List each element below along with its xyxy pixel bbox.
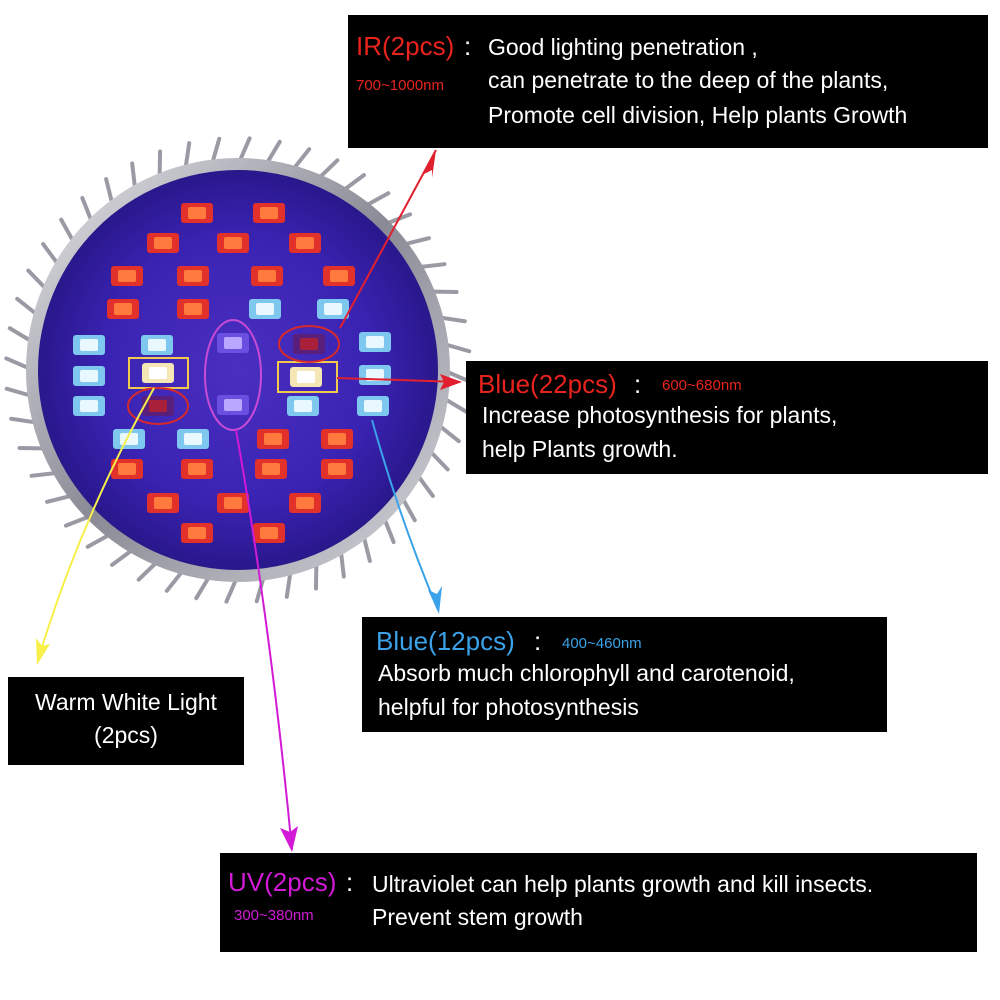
red-led	[147, 493, 179, 513]
uv-separator: :	[346, 867, 354, 897]
red-led-line-1: Increase photosynthesis for plants,	[482, 402, 838, 428]
red-led	[111, 266, 143, 286]
blue-led	[359, 365, 391, 385]
warm-white-line-2: (2pcs)	[94, 722, 158, 748]
uv-wavelength: 300~380nm	[234, 907, 314, 924]
red-led	[177, 266, 209, 286]
red-led	[107, 299, 139, 319]
blue-led	[359, 332, 391, 352]
blue-led	[357, 396, 389, 416]
blue-led	[249, 299, 281, 319]
red-led	[321, 429, 353, 449]
blue-led	[317, 299, 349, 319]
red-led-line-2: help Plants growth.	[482, 436, 678, 462]
red-led	[177, 299, 209, 319]
warm-white-line-1: Warm White Light	[35, 689, 217, 715]
blue-led	[141, 335, 173, 355]
red-led	[253, 203, 285, 223]
red-led	[251, 266, 283, 286]
uv-line-2: Prevent stem growth	[372, 904, 583, 930]
blue-led-line-2: helpful for photosynthesis	[378, 694, 639, 720]
red-led	[147, 233, 179, 253]
red-led	[181, 523, 213, 543]
blue-led	[73, 396, 105, 416]
red-led	[323, 266, 355, 286]
uv-line-1: Ultraviolet can help plants growth and k…	[372, 871, 874, 897]
red-led	[321, 459, 353, 479]
blue-led-wavelength: 400~460nm	[562, 635, 642, 652]
blue-led-separator: :	[534, 626, 542, 656]
blue-led	[287, 396, 319, 416]
ir-info-box: IR(2pcs) : 700~1000nm Good lighting pene…	[348, 15, 988, 148]
uv-pointer-arrow	[235, 429, 298, 852]
warm-white-led	[290, 367, 322, 387]
warm-pointer-arrow	[36, 387, 155, 665]
ir-pointer-arrow	[339, 149, 437, 329]
ir-title: IR(2pcs)	[356, 31, 455, 61]
red-pointer-arrow	[336, 374, 462, 390]
blue-led	[73, 366, 105, 386]
blue-pointer-arrow	[371, 419, 442, 614]
ir-line-2: can penetrate to the deep of the plants,	[488, 67, 889, 93]
red-led	[217, 233, 249, 253]
led-array	[73, 203, 391, 543]
warm-white-info-box: Warm White Light (2pcs)	[8, 677, 244, 765]
red-led	[253, 523, 285, 543]
red-led-info-box: Blue(22pcs) : 600~680nm Increase photosy…	[466, 361, 988, 474]
ir-line-3: Promote cell division, Help plants Growt…	[488, 102, 908, 128]
ir-separator: :	[464, 31, 472, 61]
red-led-title: Blue(22pcs)	[478, 369, 617, 399]
blue-led-title: Blue(12pcs)	[376, 626, 515, 656]
red-led	[181, 203, 213, 223]
blue-led-info-box: Blue(12pcs) : 400~460nm Absorb much chlo…	[362, 617, 887, 732]
uv-led	[217, 333, 249, 353]
red-led-wavelength: 600~680nm	[662, 377, 742, 394]
red-led	[255, 459, 287, 479]
ir-led	[142, 396, 174, 416]
uv-info-box: UV(2pcs) : 300~380nm Ultraviolet can hel…	[220, 853, 977, 952]
red-led	[257, 429, 289, 449]
blue-led-line-1: Absorb much chlorophyll and carotenoid,	[378, 660, 795, 686]
uv-title: UV(2pcs)	[228, 867, 337, 897]
red-led	[111, 459, 143, 479]
red-led	[217, 493, 249, 513]
ir-line-1: Good lighting penetration ,	[488, 34, 758, 60]
ir-wavelength: 700~1000nm	[356, 77, 444, 94]
ir-led	[293, 334, 325, 354]
blue-led	[73, 335, 105, 355]
ir-led-marker-bottom	[127, 387, 189, 425]
red-led	[289, 233, 321, 253]
ir-led-marker-top	[278, 325, 340, 363]
red-led-separator: :	[634, 369, 642, 399]
blue-led	[177, 429, 209, 449]
uv-led	[217, 395, 249, 415]
red-led	[289, 493, 321, 513]
blue-led	[113, 429, 145, 449]
uv-led-marker	[204, 319, 262, 431]
warm-white-led	[142, 363, 174, 383]
red-led	[181, 459, 213, 479]
